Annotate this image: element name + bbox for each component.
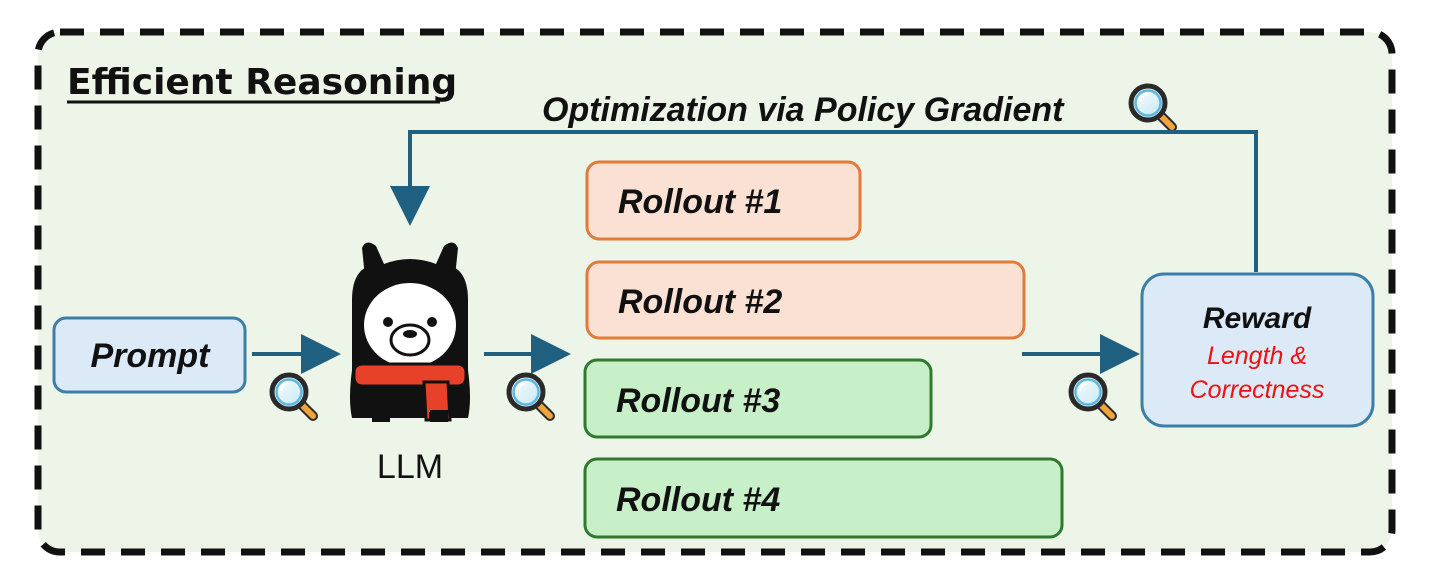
reward-criteria-line2: Correctness <box>1190 376 1325 404</box>
rollout-label-4: Rollout #4 <box>616 481 780 519</box>
prompt-label: Prompt <box>91 337 212 375</box>
diagram-title: Efficient Reasoning <box>67 62 457 103</box>
rollout-label-1: Rollout #1 <box>618 183 782 221</box>
rollout-label-3: Rollout #3 <box>616 382 780 420</box>
feedback-label: Optimization via Policy Gradient <box>542 91 1065 129</box>
rollout-label-2: Rollout #2 <box>618 283 782 321</box>
llama-icon <box>350 242 470 422</box>
llm-label: LLM <box>377 448 443 486</box>
reward-criteria-line1: Length & <box>1207 342 1307 370</box>
reward-title: Reward <box>1203 302 1312 335</box>
